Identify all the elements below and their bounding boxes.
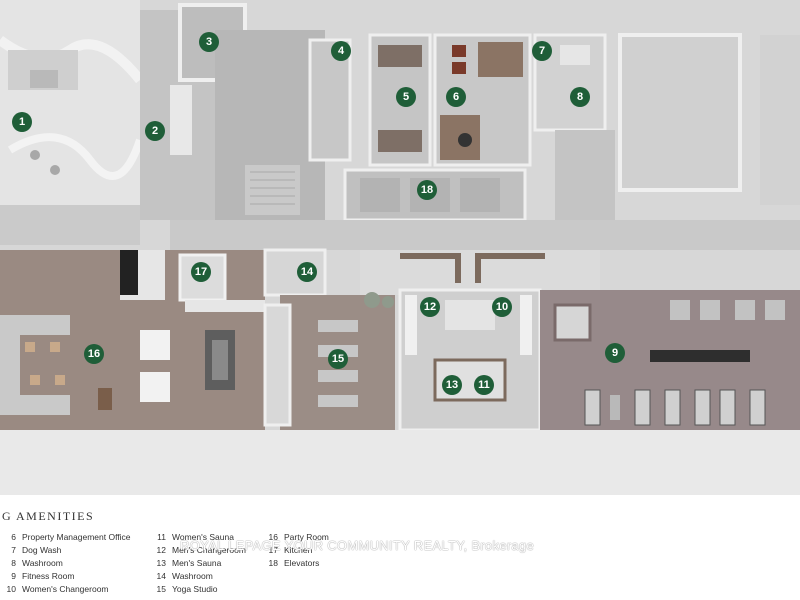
marker-17: 17	[191, 262, 211, 282]
marker-7: 7	[532, 41, 552, 61]
lobby-area	[0, 0, 144, 245]
marker-15: 15	[328, 349, 348, 369]
marker-3: 3	[199, 32, 219, 52]
marker-1: 1	[12, 112, 32, 132]
marker-9: 9	[605, 343, 625, 363]
marker-4: 4	[331, 41, 351, 61]
marker-8: 8	[570, 87, 590, 107]
marker-13: 13	[442, 375, 462, 395]
marker-10: 10	[492, 297, 512, 317]
marker-14: 14	[297, 262, 317, 282]
marker-5: 5	[396, 87, 416, 107]
marker-16: 16	[84, 344, 104, 364]
marker-6: 6	[446, 87, 466, 107]
marker-2: 2	[145, 121, 165, 141]
marker-11: 11	[474, 375, 494, 395]
marker-12: 12	[420, 297, 440, 317]
brokerage-watermark: ROYAL LEPAGE YOUR COMMUNITY REALTY, Brok…	[180, 538, 535, 553]
marker-18: 18	[417, 180, 437, 200]
floor-plan	[0, 0, 800, 495]
legend-title: G AMENITIES	[2, 509, 95, 523]
